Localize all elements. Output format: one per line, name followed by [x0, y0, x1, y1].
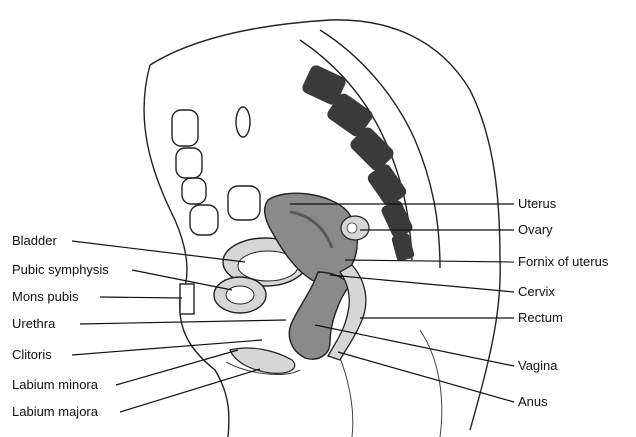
- label-labium-minora: Labium minora: [12, 377, 99, 392]
- intestine-loops: [172, 107, 260, 235]
- label-fornix-of-uterus: Fornix of uterus: [518, 254, 609, 269]
- label-pubic-symphysis: Pubic symphysis: [12, 262, 109, 277]
- label-mons-pubis: Mons pubis: [12, 289, 79, 304]
- label-ovary: Ovary: [518, 222, 553, 237]
- label-bladder: Bladder: [12, 233, 57, 248]
- mons-pubis-pad: [180, 284, 194, 314]
- label-labium-majora: Labium majora: [12, 404, 99, 419]
- label-uterus: Uterus: [518, 196, 557, 211]
- label-vagina: Vagina: [518, 358, 558, 373]
- labels-right: Uterus Ovary Fornix of uterus Cervix Rec…: [518, 196, 609, 409]
- label-rectum: Rectum: [518, 310, 563, 325]
- label-cervix: Cervix: [518, 284, 555, 299]
- labels-left: Bladder Pubic symphysis Mons pubis Ureth…: [12, 233, 109, 419]
- ovary-organ: [341, 216, 369, 240]
- label-anus: Anus: [518, 394, 548, 409]
- pubic-bone: [214, 277, 266, 313]
- label-urethra: Urethra: [12, 316, 56, 331]
- label-clitoris: Clitoris: [12, 347, 52, 362]
- labia: [226, 348, 300, 374]
